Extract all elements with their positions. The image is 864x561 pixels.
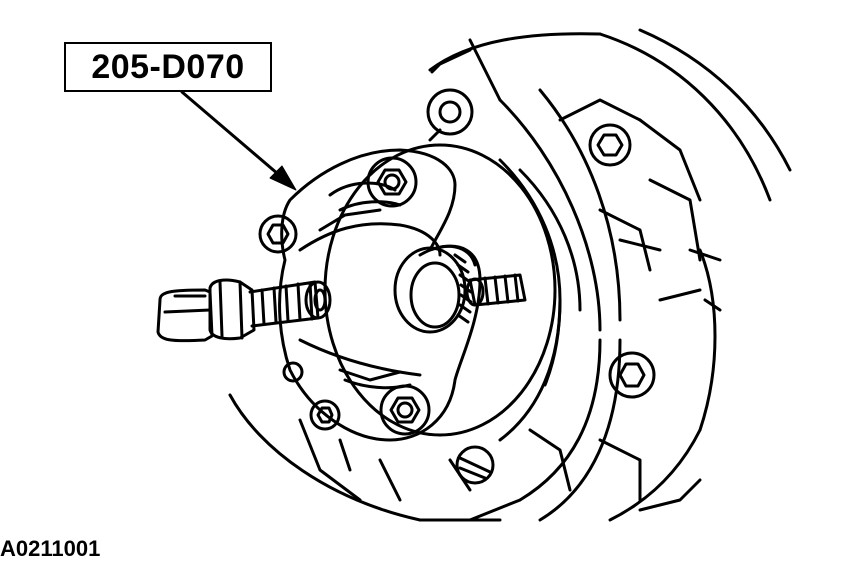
plate-bolt [608,351,656,399]
forcing-screw-head [156,288,214,343]
tool-callout-box: 205-D070 [64,42,272,92]
puller-tool [278,148,482,442]
wheel-stud [465,273,527,307]
plate-bolt [455,445,495,485]
tool-bolt [379,384,431,436]
callout-arrowhead [269,165,297,191]
forcing-screw [248,280,332,328]
plate-bolt [426,88,474,136]
wheel-hub [323,143,582,442]
tool-number-label: 205-D070 [91,47,245,86]
callout-leader-line [180,90,287,182]
plate-bolt [588,123,632,167]
brake-backing-plate [228,28,792,522]
figure-id-label: A0211001 [0,536,101,561]
tool-bolt [258,214,298,254]
plate-bolt [309,399,341,431]
forcing-screw-nut [208,278,256,341]
tool-bolt [366,156,418,208]
tool-bolt [282,361,304,383]
